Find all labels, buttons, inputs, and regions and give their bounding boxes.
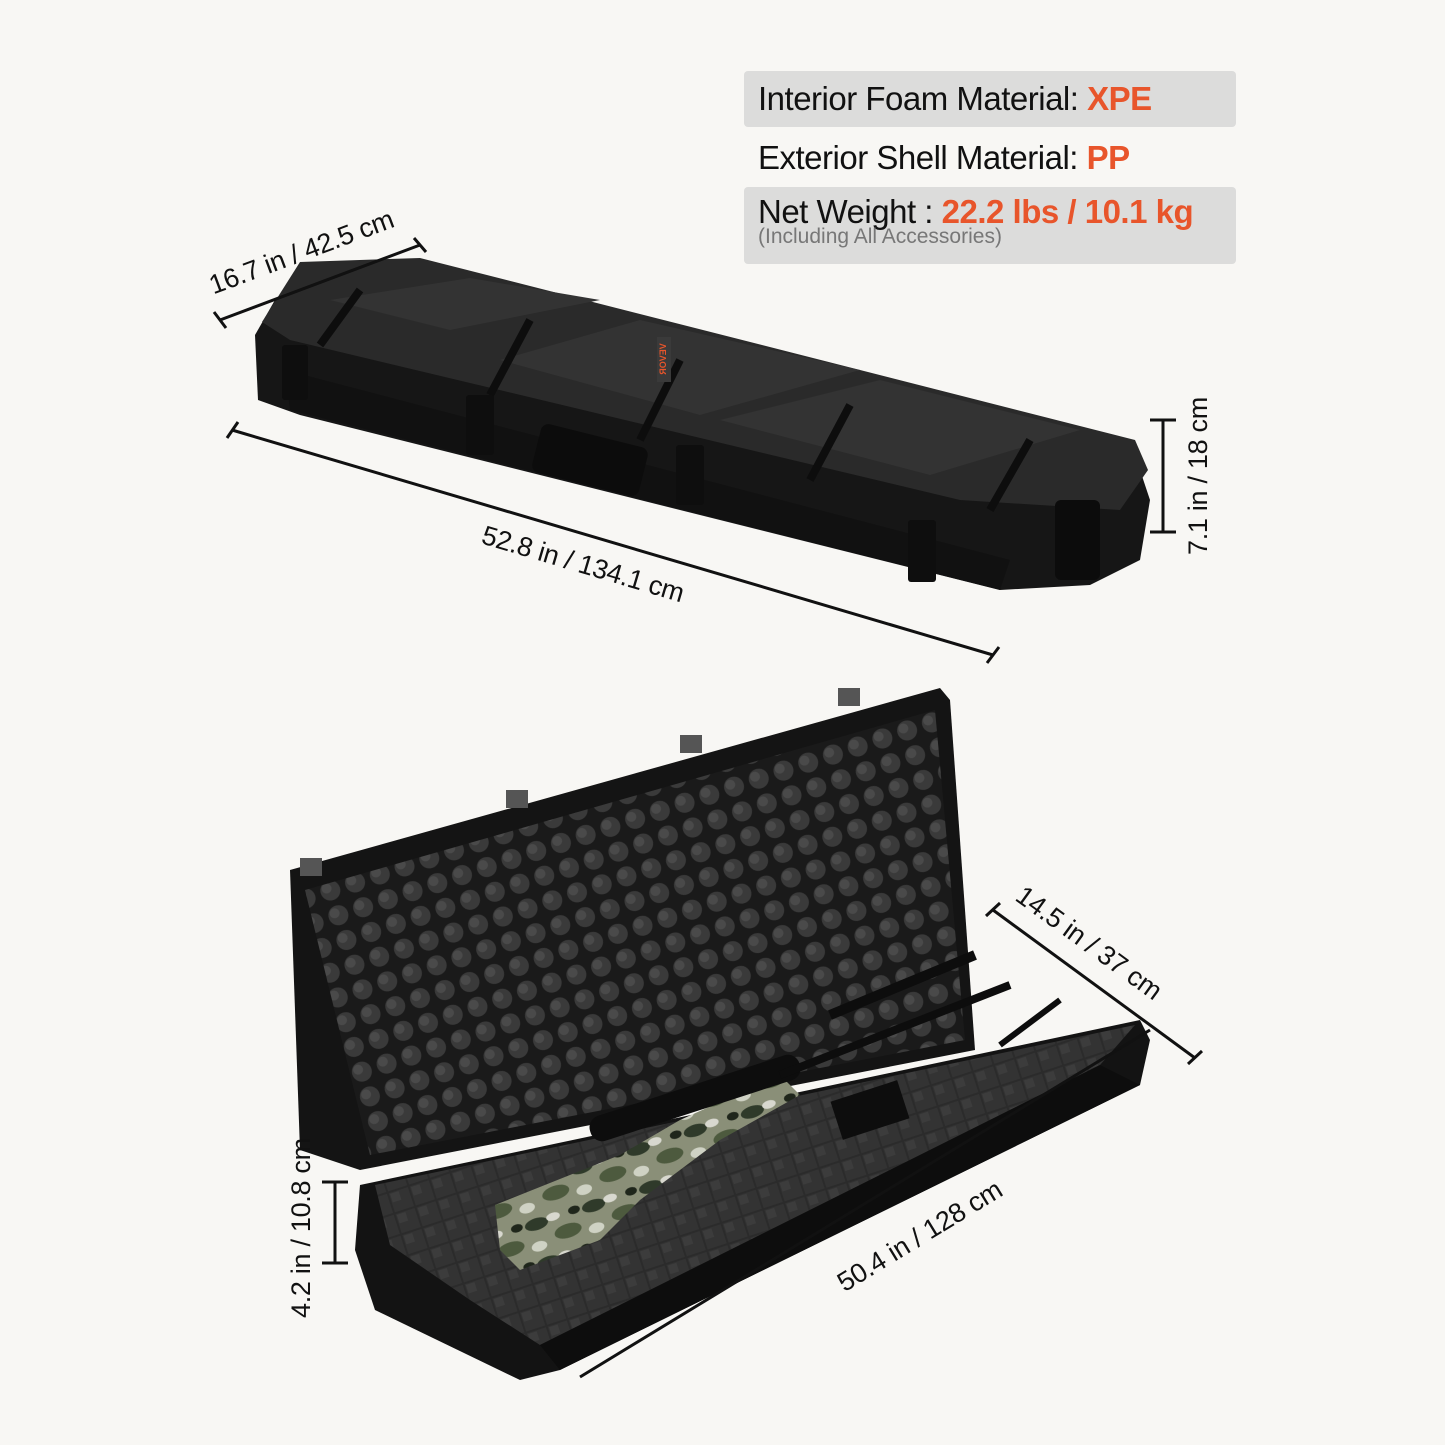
brand-logo: VEVOR — [658, 343, 668, 375]
net-weight-label: Net Weight : — [758, 193, 942, 230]
open-case — [290, 688, 1150, 1380]
foam-material-value: XPE — [1087, 80, 1152, 117]
shell-material-value: PP — [1086, 139, 1131, 176]
shell-material-row: Exterior Shell Material: PP — [744, 130, 1236, 186]
shell-material-label: Exterior Shell Material: — [758, 139, 1087, 176]
interior-depth-label: 4.2 in / 10.8 cm — [286, 1138, 316, 1318]
foam-material-label: Interior Foam Material: — [758, 80, 1088, 117]
net-weight-note: (Including All Accessories) — [758, 225, 1002, 248]
closed-case — [255, 258, 1150, 590]
closed-dimension-lines — [212, 237, 1176, 664]
net-weight-value: 22.2 lbs / 10.1 kg — [941, 193, 1194, 230]
foam-material-row: Interior Foam Material: XPE — [744, 71, 1236, 127]
net-weight-row: Net Weight : 22.2 lbs / 10.1 kg (Includi… — [744, 187, 1236, 264]
closed-height-label: 7.1 in / 18 cm — [1183, 397, 1213, 555]
open-dimension-lines — [322, 901, 1204, 1379]
